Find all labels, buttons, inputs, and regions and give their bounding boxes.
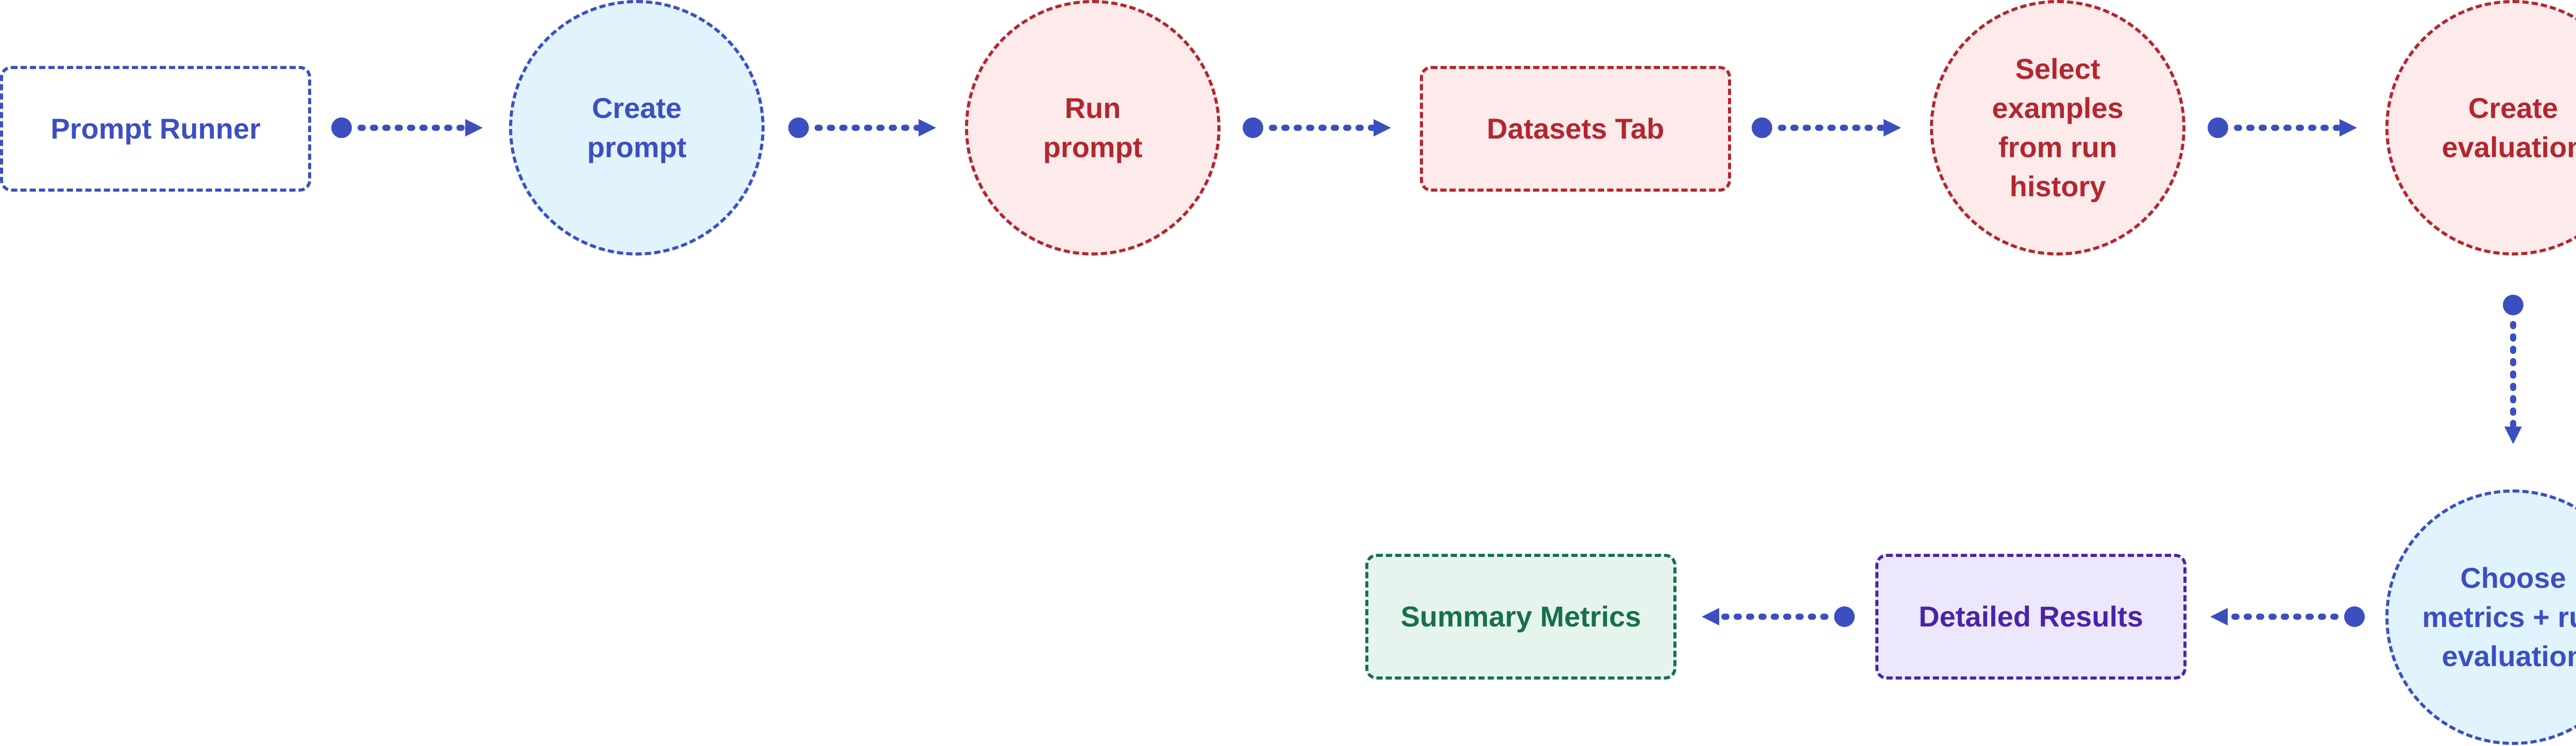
connector-choose-metrics-to-detailed-results <box>2210 606 2365 627</box>
node-summary-metrics-label: Summary Metrics <box>1400 600 1641 633</box>
node-create-evaluation-label: Create evaluation <box>2442 92 2576 163</box>
node-datasets-tab-label: Datasets Tab <box>1486 112 1665 145</box>
connector-prompt-runner-to-create-prompt <box>331 117 483 138</box>
connector-start-dot <box>331 117 352 138</box>
connector-start-dot <box>788 117 809 138</box>
node-run-prompt[interactable]: Run prompt <box>965 0 1221 256</box>
node-summary-metrics[interactable]: Summary Metrics <box>1365 554 1676 680</box>
node-create-prompt-label: Create prompt <box>587 92 687 163</box>
connector-create-evaluation-to-choose-metrics <box>2503 295 2523 444</box>
node-prompt-runner-label: Prompt Runner <box>50 112 261 145</box>
node-choose-metrics-label: Choose metrics + run evaluation <box>2422 562 2576 672</box>
connector-start-dot <box>1752 117 1772 138</box>
node-select-examples-label: Select examples from run history <box>1992 53 2124 202</box>
connector-start-dot <box>2208 117 2228 138</box>
connector-select-examples-to-create-evaluation <box>2208 117 2357 138</box>
connector-start-dot <box>1834 606 1855 627</box>
connector-datasets-tab-to-select-examples <box>1752 117 1901 138</box>
node-prompt-runner[interactable]: Prompt Runner <box>0 66 311 192</box>
connector-start-dot <box>1243 117 1263 138</box>
node-detailed-results[interactable]: Detailed Results <box>1875 554 2187 680</box>
node-select-examples[interactable]: Select examples from run history <box>1930 0 2185 256</box>
connector-start-dot <box>2344 606 2365 627</box>
connector-start-dot <box>2503 295 2523 315</box>
node-detailed-results-label: Detailed Results <box>1919 600 2143 633</box>
node-datasets-tab[interactable]: Datasets Tab <box>1420 66 1731 192</box>
node-run-prompt-label: Run prompt <box>1043 92 1143 163</box>
node-create-evaluation[interactable]: Create evaluation <box>2385 0 2576 256</box>
connector-run-prompt-to-datasets-tab <box>1243 117 1391 138</box>
connector-create-prompt-to-run-prompt <box>788 117 936 138</box>
node-create-prompt[interactable]: Create prompt <box>509 0 765 256</box>
connector-detailed-results-to-summary-metrics <box>1702 606 1855 627</box>
